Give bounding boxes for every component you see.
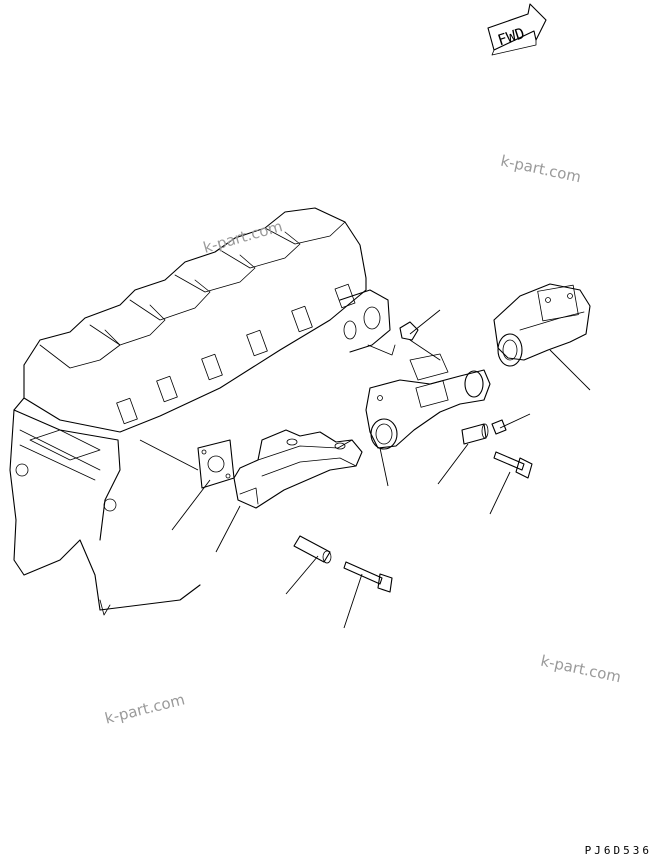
fwd-arrow-icon: FWD (487, 3, 547, 56)
drawing-code: PJ6D536 (584, 844, 652, 857)
front-exhaust-manifold (233, 429, 363, 509)
leader-lines (171, 349, 591, 629)
front-mounting-bolt (343, 561, 393, 593)
middle-exhaust-manifold (365, 353, 491, 450)
engine-block (9, 207, 396, 616)
middle-stud-nut (399, 309, 441, 361)
rear-mounting-bolt (493, 451, 533, 479)
rear-exhaust-manifold (493, 283, 591, 367)
fwd-label: FWD (495, 24, 526, 49)
middle-spacer-sleeve (461, 423, 489, 445)
small-nut (491, 419, 507, 435)
front-spacer-sleeve (293, 535, 332, 564)
gasket-part (139, 439, 235, 489)
